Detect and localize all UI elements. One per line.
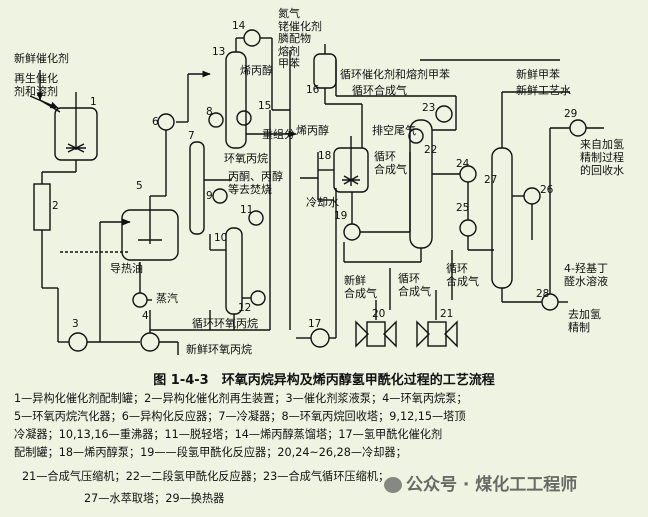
vaporizer-5 [121, 196, 179, 261]
cooler-25 [459, 219, 477, 237]
label-fresh-propylene-oxide: 新鲜环氧丙烷 [186, 343, 252, 356]
num-16: 16 [306, 84, 320, 96]
condenser-9 [212, 188, 228, 204]
num-22: 22 [424, 144, 438, 156]
legend-line: 5—环氧丙烷汽化器；6—异构化反应器；7—冷凝器；8—环氧丙烷回收塔；9,12,… [14, 410, 466, 423]
label-recycle-gas-top: 循环合成气 [352, 84, 407, 97]
label-nitrogen-etc: 氮气 铑催化剂 膦配物 熔剂 甲苯 [278, 7, 322, 70]
num-27: 27 [484, 174, 498, 186]
heat-exchanger-29 [569, 119, 587, 137]
num-9: 9 [206, 190, 213, 202]
label-fresh-process-water: 新鲜工艺水 [516, 84, 571, 97]
label-propylene-oxide: 环氧丙烷 [224, 152, 268, 165]
flow-lines [29, 29, 604, 355]
num-10: 10 [214, 232, 228, 244]
num-26: 26 [540, 184, 554, 196]
num-19: 19 [334, 210, 348, 222]
legend-line: 27—水萃取塔；29—换热器 [84, 492, 225, 505]
num-1: 1 [90, 96, 97, 108]
slurry-pump-3 [68, 332, 88, 352]
num-17: 17 [308, 318, 322, 330]
label-cooling-water: 冷却水 [306, 196, 339, 209]
recovery-column-8-cond [208, 112, 224, 128]
legend-line: 冷凝器；10,13,16—重沸器；11—脱轻塔；14—烯丙醇蒸馏塔；17—氢甲酰… [14, 428, 443, 441]
label-vent-tail-gas: 排空尾气 [372, 124, 416, 137]
legend-line: 配制罐；18—烯丙醇泵；19——段氢甲酰化反应器；20,24~26,28—冷却器… [14, 446, 407, 459]
legend-line: 21—合成气压缩机；22—二段氢甲酰化反应器；23—合成气循环压缩机； [22, 470, 390, 483]
num-5: 5 [136, 180, 143, 192]
hydroformylation-reactor-18 [333, 136, 369, 193]
num-15: 15 [258, 100, 272, 112]
label-regen-catalyst: 再生催化 剂和溶剂 [14, 72, 58, 98]
recycle-compressor-21 [416, 320, 458, 348]
num-7: 7 [188, 130, 195, 142]
reactor-6 [157, 113, 175, 131]
num-29: 29 [564, 108, 578, 120]
propylene-oxide-pump-4 [140, 332, 160, 352]
num-6: 6 [152, 116, 159, 128]
num-14: 14 [232, 20, 246, 32]
num-13: 13 [212, 46, 226, 58]
num-21: 21 [440, 308, 454, 320]
label-heavy-fraction: 重组分 [262, 128, 295, 141]
label-hbal-solution: 4-羟基丁 醛水溶液 [564, 262, 608, 288]
num-8: 8 [206, 106, 213, 118]
catalyst-prep-tank-17 [310, 328, 330, 348]
compressor-23 [435, 105, 453, 123]
label-acetone-propanol: 丙酮、丙醇 等去焚烧 [228, 170, 283, 196]
label-fresh-catalyst: 新鲜催化剂 [14, 52, 69, 65]
num-18: 18 [318, 150, 332, 162]
reboiler-11 [248, 210, 264, 226]
num-24: 24 [456, 158, 470, 170]
label-fresh-toluene: 新鲜甲苯 [516, 68, 560, 81]
num-25: 25 [456, 202, 470, 214]
num-2: 2 [52, 200, 59, 212]
label-recycle-syngas-mid: 循环 合成气 [374, 150, 407, 176]
watermark-text: 公众号 · 煤化工工程师 [406, 475, 578, 495]
process-flow-diagram: 新鲜催化剂 再生催化 剂和溶剂 1 2 3 4 蒸汽 导热油 5 6 7 8 9… [14, 7, 624, 356]
reactor-22 [409, 119, 433, 249]
label-allyl-alcohol-top: 烯丙醇 [240, 64, 273, 77]
condenser-7 [189, 141, 205, 235]
label-steam: 蒸汽 [156, 292, 178, 305]
num-28: 28 [536, 288, 550, 300]
label-allyl-alcohol-mid: 烯丙醇 [296, 124, 329, 137]
wechat-icon [384, 477, 402, 493]
legend-line: 1—异构化催化剂配制罐；2—异构化催化剂再生装置；3—催化剂浆液泵；4—环氧丙烷… [14, 392, 468, 405]
reactor-22-inlet [408, 128, 424, 144]
label-recycle-syngas-right: 循环 合成气 [446, 262, 479, 288]
num-11: 11 [240, 204, 254, 216]
condenser-15 [236, 110, 252, 126]
condenser-14 [243, 29, 261, 47]
num-4: 4 [142, 310, 149, 322]
num-12: 12 [238, 302, 252, 314]
condenser-12 [250, 290, 266, 306]
water-extraction-column-27 [491, 147, 513, 289]
label-heat-oil: 导热油 [110, 262, 143, 275]
label-to-hydrogenation: 去加氢 精制 [568, 308, 601, 334]
syngas-compressor-20 [355, 320, 397, 348]
reactor-19 [343, 223, 361, 241]
label-recycle-propylene-oxide: 循环环氧丙烷 [192, 317, 258, 330]
num-23: 23 [422, 102, 436, 114]
num-3: 3 [72, 318, 79, 330]
exchanger-4b [132, 292, 148, 308]
label-from-hydrogenation: 来自加氢 精制过程 的回收水 [580, 138, 624, 177]
figure-caption: 图 1-4-3 环氧丙烷异构及烯丙醇氢甲酰化过程的工艺流程 [153, 373, 495, 388]
num-20: 20 [372, 308, 386, 320]
cooler-26 [523, 187, 541, 205]
label-fresh-syngas: 新鲜 合成气 [344, 274, 377, 300]
label-recycle-syngas-low: 循环 合成气 [398, 272, 431, 298]
regen-unit-2 [33, 183, 51, 231]
watermark: 公众号 · 煤化工工程师 [384, 470, 577, 495]
label-recycle-catalyst-solvent: 循环催化剂和熔剂甲苯 [340, 68, 450, 81]
